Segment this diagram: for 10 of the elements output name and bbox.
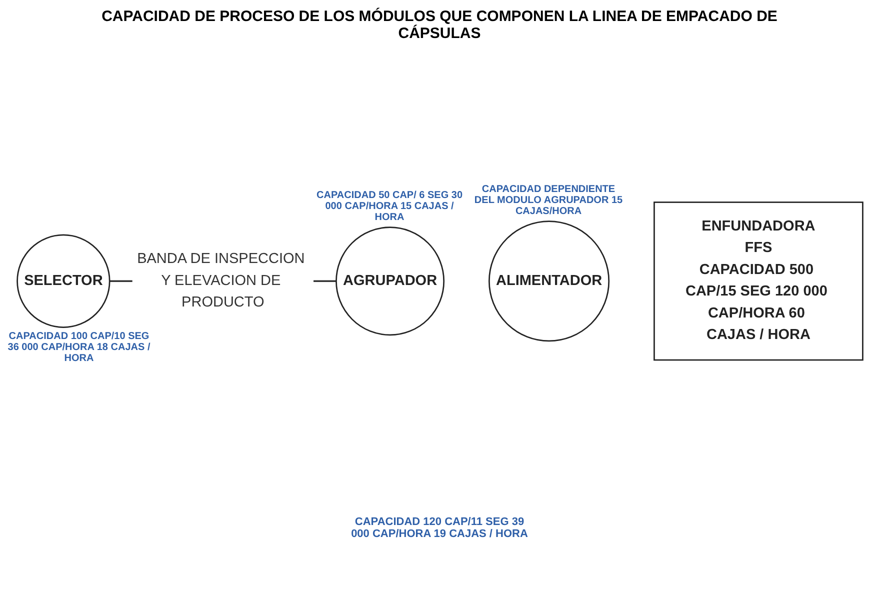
node-circle: AGRUPADOR [335,226,444,336]
capacity-note: CAPACIDAD 100 CAP/10 SEG 36 000 CAP/HORA 18 CAJAS / HORA [6,331,152,364]
edge-label: BANDA DE INSPECCION Y ELEVACION DE PRODUCTO [136,251,304,310]
diagram-title: CAPACIDAD DE PROCESO DE LOS MÓDULOS QUE COMPONEN LA LINEA DE EMPACADO DE CÁPSULAS [100,8,778,42]
node-box: ENFUNDADORA FFS CAPACIDAD 500 CAP/15 SEG 120 000 CAP/HORA 60 CAJAS / HORA [653,201,863,361]
capacity-note: CAPACIDAD DEPENDIENTE DEL MODULO AGRUPADOR 15 CAJAS/HORA [474,184,624,218]
capacity-note: CAPACIDAD 50 CAP/ 6 SEG 30 000 CAP/HORA 15 CAJAS / HORA [316,190,464,224]
node-circle: SELECTOR [16,234,110,328]
node-circle: ALIMENTADOR [488,220,610,342]
capacity-note: CAPACIDAD 120 CAP/11 SEG 39 000 CAP/HORA 19 CAJAS / HORA [350,516,529,540]
